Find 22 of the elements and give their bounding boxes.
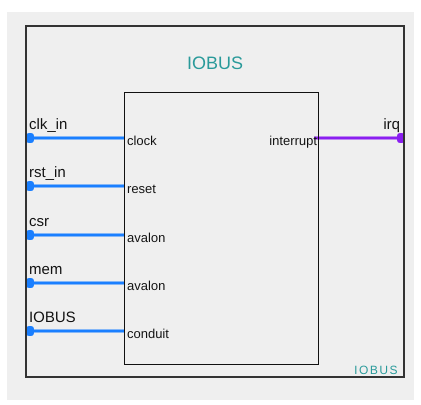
port-name: avalon (127, 278, 166, 294)
port-name: conduit (127, 326, 170, 342)
signal-name: clk_in (29, 116, 68, 133)
port-name: clock (127, 133, 158, 149)
port-name: reset (127, 181, 157, 197)
signal-wire (26, 326, 124, 336)
signal-name: mem (29, 261, 64, 278)
signal-wire (26, 230, 124, 240)
signal-wire (26, 181, 124, 191)
signal-name: csr (29, 213, 50, 230)
signal-name: rst_in (29, 164, 67, 181)
signal-wire (26, 278, 124, 288)
signal-wire (26, 133, 124, 143)
module-box (124, 92, 319, 365)
component-tag: IOBUS (354, 363, 399, 377)
signal-name: IOBUS (29, 309, 77, 326)
component-frame (25, 25, 405, 378)
port-name: avalon (127, 230, 166, 246)
signal-wire (314, 133, 405, 143)
signal-name: irq (382, 116, 400, 133)
port-name: interrupt (268, 133, 317, 149)
component-title: IOBUS (186, 53, 244, 74)
